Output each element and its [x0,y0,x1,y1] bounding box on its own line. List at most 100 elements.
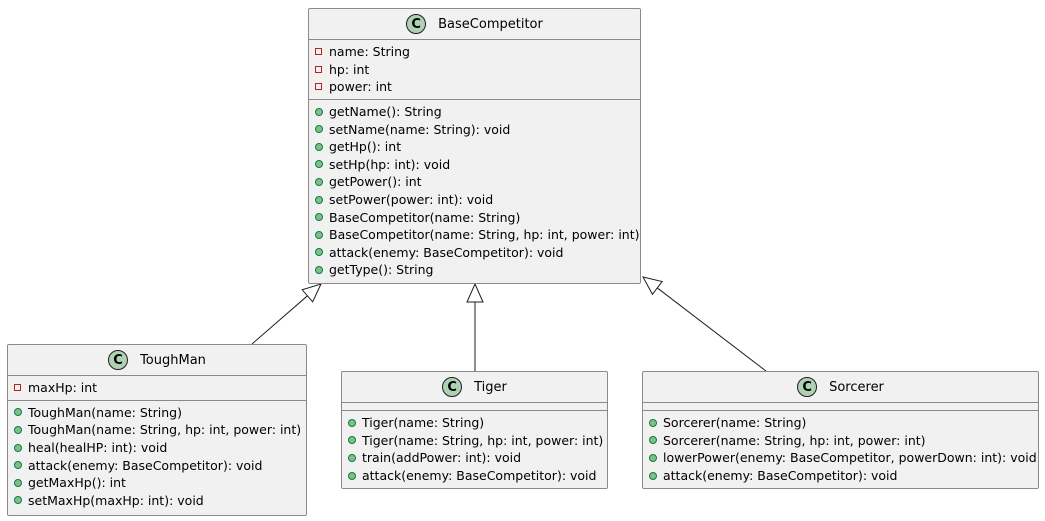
public-visibility-icon [315,125,323,134]
public-visibility-icon [315,248,323,257]
method-row: ToughMan(name: String) [14,404,306,422]
inheritance-line-toughman [251,295,308,345]
method-row: getHp(): int [315,138,640,156]
inheritance-arrowhead-icon [301,283,322,303]
public-visibility-icon [348,453,356,462]
method-text: attack(enemy: BaseCompetitor): void [663,468,898,484]
method-row: BaseCompetitor(name: String) [315,208,640,226]
private-visibility-icon [315,83,322,91]
method-row: attack(enemy: BaseCompetitor): void [649,467,1038,485]
public-visibility-icon [348,418,356,427]
method-text: getPower(): int [329,174,422,190]
method-text: attack(enemy: BaseCompetitor): void [362,468,597,484]
method-row: train(addPower: int): void [348,449,607,467]
method-row: attack(enemy: BaseCompetitor): void [14,456,306,474]
method-text: setName(name: String): void [329,121,511,137]
method-text: getType(): String [329,262,434,278]
method-row: lowerPower(enemy: BaseCompetitor, powerD… [649,449,1038,467]
inheritance-arrowhead-icon [466,282,484,303]
public-visibility-icon [315,160,323,169]
public-visibility-icon [649,471,657,480]
public-visibility-icon [649,418,657,427]
field-row: name: String [315,43,640,61]
method-text: Sorcerer(name: String) [663,415,807,431]
private-visibility-icon [14,384,21,392]
public-visibility-icon [14,443,22,452]
method-text: getMaxHp(): int [28,475,126,491]
public-visibility-icon [315,142,323,151]
method-row: Tiger(name: String, hp: int, power: int) [348,432,607,450]
public-visibility-icon [14,496,22,505]
field-text: power: int [329,79,392,95]
method-row: Sorcerer(name: String, hp: int, power: i… [649,432,1038,450]
method-row: Tiger(name: String) [348,414,607,432]
public-visibility-icon [649,436,657,445]
class-header: C ToughMan [8,345,306,376]
method-row: ToughMan(name: String, hp: int, power: i… [14,421,306,439]
public-visibility-icon [315,107,323,116]
field-row: power: int [315,78,640,96]
method-text: setMaxHp(maxHp: int): void [28,492,204,508]
method-text: attack(enemy: BaseCompetitor): void [28,457,263,473]
field-row: maxHp: int [14,379,306,397]
method-row: attack(enemy: BaseCompetitor): void [348,467,607,485]
inheritance-line-sorcerer [656,287,767,372]
private-visibility-icon [315,48,322,56]
private-visibility-icon [315,65,322,73]
fields-section: maxHp: int [8,376,306,401]
public-visibility-icon [348,436,356,445]
method-text: ToughMan(name: String) [28,404,182,420]
public-visibility-icon [315,195,323,204]
method-text: setPower(power: int): void [329,192,494,208]
public-visibility-icon [14,478,22,487]
class-badge-icon: C [406,14,427,34]
field-text: hp: int [329,61,370,77]
class-name: Sorcerer [829,379,884,395]
method-row: setName(name: String): void [315,120,640,138]
method-text: attack(enemy: BaseCompetitor): void [329,244,564,260]
public-visibility-icon [14,425,22,434]
method-text: setHp(hp: int): void [329,156,451,172]
method-row: heal(healHP: int): void [14,439,306,457]
public-visibility-icon [315,230,323,239]
method-text: heal(healHP: int): void [28,440,168,456]
class-name: ToughMan [140,352,206,368]
field-text: name: String [329,44,410,60]
public-visibility-icon [14,461,22,470]
method-text: lowerPower(enemy: BaseCompetitor, powerD… [663,450,1037,466]
public-visibility-icon [649,453,657,462]
method-row: Sorcerer(name: String) [649,414,1038,432]
method-row: setHp(hp: int): void [315,156,640,174]
method-text: BaseCompetitor(name: String) [329,209,521,225]
method-row: getPower(): int [315,173,640,191]
method-text: getHp(): int [329,139,402,155]
method-row: setPower(power: int): void [315,191,640,209]
public-visibility-icon [315,177,323,186]
public-visibility-icon [14,408,22,417]
method-row: getMaxHp(): int [14,474,306,492]
public-visibility-icon [315,265,323,274]
method-text: train(addPower: int): void [362,450,522,466]
field-text: maxHp: int [28,380,98,396]
method-text: getName(): String [329,104,442,120]
methods-section: ToughMan(name: String)ToughMan(name: Str… [8,401,306,513]
method-row: BaseCompetitor(name: String, hp: int, po… [315,226,640,244]
method-text: Sorcerer(name: String, hp: int, power: i… [663,432,926,448]
field-row: hp: int [315,61,640,79]
class-badge-icon: C [108,350,129,370]
method-text: Tiger(name: String, hp: int, power: int) [362,432,604,448]
fields-section [342,403,607,411]
class-badge-icon: C [442,377,463,397]
methods-section: Tiger(name: String)Tiger(name: String, h… [342,411,607,487]
fields-section [643,403,1038,411]
